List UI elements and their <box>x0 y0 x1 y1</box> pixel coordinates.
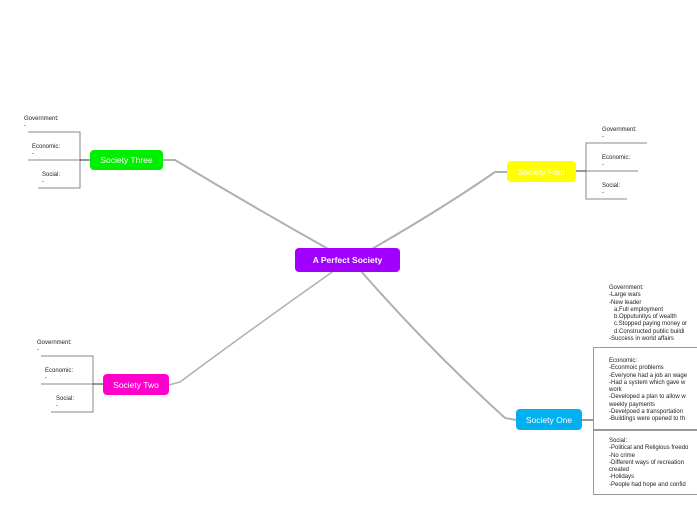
society-one-economic: Economic: -Econmoic problems -Everyone h… <box>609 358 688 423</box>
society-three-government: Government: - <box>24 116 59 130</box>
society-three-economic: Economic: - <box>32 144 61 158</box>
society-one-government: Government: -Large wars -New leader a.Fu… <box>609 285 688 343</box>
society-two-government: Government: - <box>37 340 72 354</box>
society-one-economic-box: Economic: -Econmoic problems -Everyone h… <box>593 347 697 430</box>
society-one-social: Social: -Political and Religious freedo … <box>609 438 689 488</box>
society-one-node[interactable]: Society One <box>516 409 582 430</box>
society-two-economic: Economic: - <box>45 368 74 382</box>
society-four-government: Government: - <box>602 127 637 141</box>
society-three-node[interactable]: Society Three <box>90 150 163 170</box>
society-two-social: Social: - <box>56 396 75 410</box>
society-four-node[interactable]: Society Four <box>507 161 576 182</box>
society-two-node[interactable]: Society Two <box>103 374 169 395</box>
society-four-social: Social: - <box>602 183 621 197</box>
society-four-economic: Economic: - <box>602 155 631 169</box>
society-three-social: Social: - <box>42 172 61 186</box>
society-one-social-box: Social: -Political and Religious freedo … <box>593 430 697 495</box>
center-node[interactable]: A Perfect Society <box>295 248 400 272</box>
